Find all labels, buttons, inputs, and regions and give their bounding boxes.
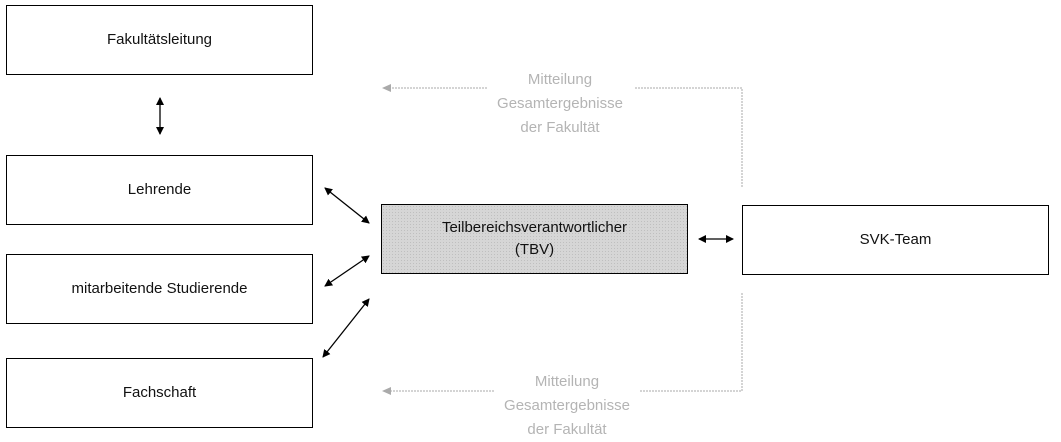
- note-line: Gesamtergebnisse: [504, 397, 630, 414]
- arrow-studierende-tbv: [324, 255, 370, 287]
- note-line: Gesamtergebnisse: [497, 95, 623, 112]
- node-tbv: Teilbereichsverantwortlicher (TBV): [381, 204, 688, 274]
- node-label: mitarbeitende Studierende: [71, 280, 248, 298]
- node-mitarbeitende-studierende: mitarbeitende Studierende: [6, 254, 313, 324]
- feedback-line-bottom: [640, 293, 743, 392]
- node-lehrende: Lehrende: [6, 155, 313, 225]
- node-fakultaetsleitung: Fakultätsleitung: [6, 5, 313, 75]
- note-line: Mitteilung: [527, 71, 593, 88]
- node-label-line1: Teilbereichsverantwortlicher: [441, 219, 628, 237]
- node-label: Lehrende: [127, 181, 192, 199]
- arrow-fachschaft-tbv: [322, 298, 370, 358]
- node-label: Fachschaft: [122, 384, 197, 402]
- feedback-note-bottom: Mitteilung Gesamtergebnisse der Fakultät: [467, 370, 667, 442]
- node-label: SVK-Team: [859, 231, 932, 249]
- note-line: Mitteilung: [534, 373, 600, 390]
- node-svk-team: SVK-Team: [742, 205, 1049, 275]
- note-line: der Fakultät: [527, 421, 607, 438]
- feedback-line-top: [634, 87, 743, 187]
- node-label: Fakultätsleitung: [106, 31, 213, 49]
- note-line: der Fakultät: [520, 119, 600, 136]
- node-fachschaft: Fachschaft: [6, 358, 313, 428]
- feedback-note-top: Mitteilung Gesamtergebnisse der Fakultät: [460, 68, 660, 140]
- node-label-line2: (TBV): [514, 241, 555, 258]
- arrow-lehrende-tbv: [324, 187, 370, 224]
